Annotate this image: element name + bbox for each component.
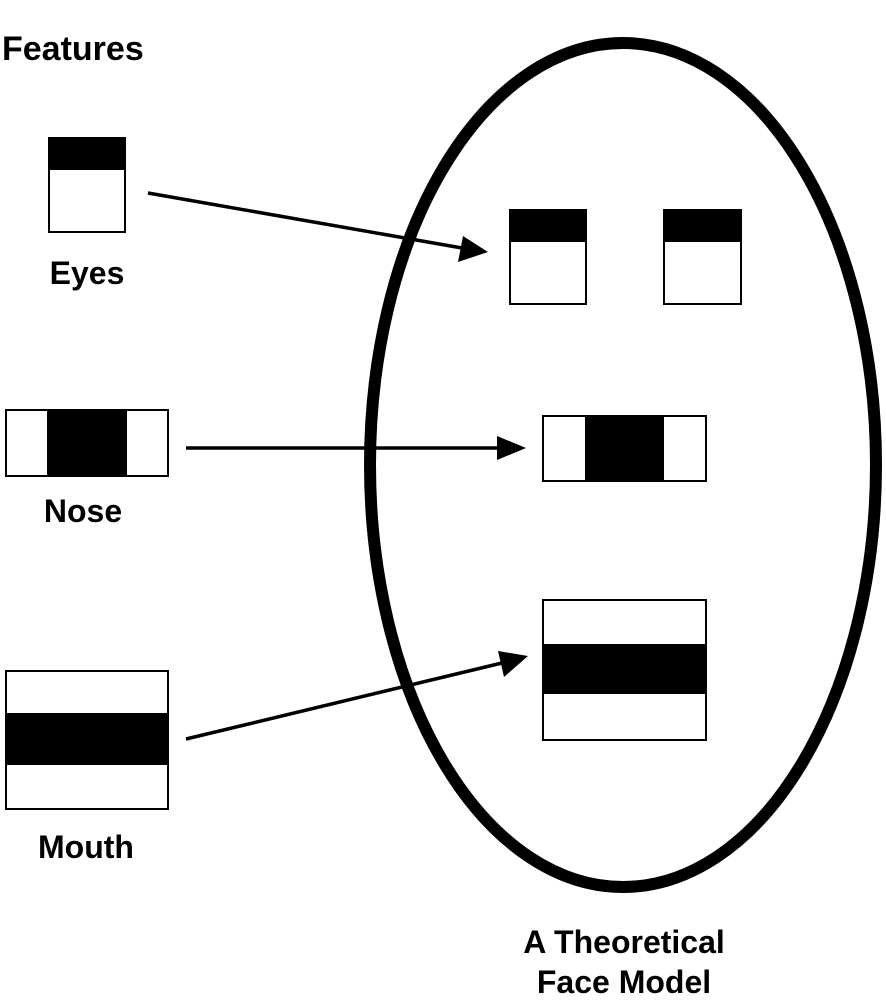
model-right-eye-icon <box>663 209 742 305</box>
model-mouth-icon <box>542 599 707 741</box>
mouth-label: Mouth <box>38 829 134 865</box>
mouth-feature-icon <box>5 670 169 810</box>
model-nose-icon <box>542 415 707 482</box>
eyes-label: Eyes <box>50 255 125 291</box>
model-left-eye-icon <box>509 209 587 305</box>
nose-arrow <box>186 436 526 460</box>
eyes-feature-icon <box>48 137 126 233</box>
face-outline <box>364 37 882 893</box>
nose-label: Nose <box>44 493 122 529</box>
eyes-arrow <box>147 191 488 262</box>
model-caption-line2: Face Model <box>537 964 711 1000</box>
mouth-arrow <box>185 651 528 741</box>
model-caption-line1: A Theoretical <box>523 924 725 960</box>
features-heading: Features <box>2 30 144 68</box>
nose-feature-icon <box>5 409 169 477</box>
